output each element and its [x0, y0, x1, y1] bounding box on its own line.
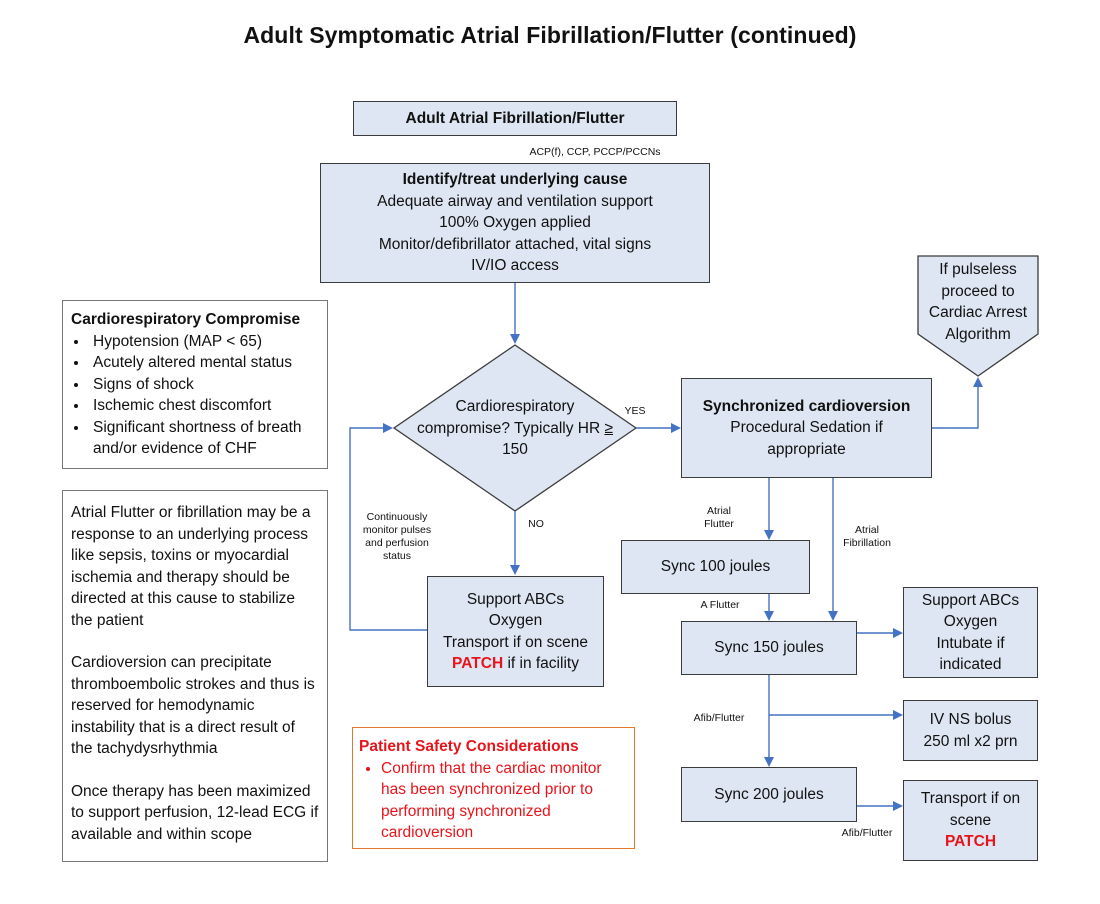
- sync-150-label: Sync 150 joules: [714, 639, 824, 657]
- no-label: NO: [528, 518, 544, 530]
- header-box: Adult Atrial Fibrillation/Flutter: [353, 101, 677, 136]
- list-item: Confirm that the cardiac monitor has bee…: [381, 758, 628, 844]
- list-item: Acutely altered mental status: [89, 352, 319, 374]
- support-right-line: indicated: [939, 656, 1002, 673]
- support-abcs-intubate-box: Support ABCs Oxygen Intubate if indicate…: [903, 587, 1038, 678]
- header-box-label: Adult Atrial Fibrillation/Flutter: [405, 109, 625, 127]
- arrow-to-pulseless: [932, 377, 983, 429]
- atrial-flutter-label-line: Atrial: [707, 505, 731, 517]
- support-line: Support ABCs: [466, 590, 565, 608]
- atrial-flutter-label: Atrial Flutter: [696, 505, 742, 531]
- sync-cardioversion-line: Procedural Sedation if: [730, 419, 883, 437]
- decision-hr-symbol: ≥: [604, 419, 613, 437]
- yes-label: YES: [624, 405, 646, 417]
- a-flutter-label: A Flutter: [700, 599, 740, 611]
- atrial-fibrillation-label-line: Fibrillation: [843, 537, 891, 549]
- transport-box: Transport if on scene PATCH: [903, 780, 1038, 861]
- identify-cause-box: Identify/treat underlying cause Adequate…: [320, 163, 710, 283]
- decision-line: Cardiorespiratory: [455, 398, 575, 415]
- monitor-label-line: status: [382, 550, 411, 562]
- info-paragraph: Atrial Flutter or fibrillation may be a …: [71, 504, 311, 629]
- list-item: Ischemic chest discomfort: [89, 395, 319, 417]
- clinical-info-note: Atrial Flutter or fibrillation may be a …: [62, 490, 328, 862]
- safety-list: Confirm that the cardiac monitor has bee…: [359, 758, 628, 844]
- support-line: PATCH if in facility: [452, 653, 579, 675]
- sync-100-box: Sync 100 joules: [621, 540, 810, 594]
- list-item: Hypotension (MAP < 65): [89, 331, 319, 353]
- decision-line: Typically HR ≥ 150: [502, 420, 613, 459]
- sync-cardioversion-line: appropriate: [767, 440, 846, 458]
- page-title: Adult Symptomatic Atrial Fibrillation/Fl…: [243, 22, 857, 48]
- ns-bolus-line: IV NS bolus: [929, 711, 1012, 728]
- decision-text: Cardiorespiratory compromise? Typically …: [415, 396, 615, 461]
- support-abcs-box: Support ABCs Oxygen Transport if on scen…: [427, 576, 604, 687]
- sync-150-box: Sync 150 joules: [681, 621, 857, 675]
- list-item: Significant shortness of breath and/or e…: [89, 417, 319, 460]
- monitor-label-line: and perfusion: [365, 537, 429, 549]
- transport-line: Transport if on: [920, 790, 1021, 808]
- decision-hr-prefix: Typically HR: [514, 419, 605, 437]
- patch-suffix: if in facility: [503, 655, 579, 672]
- atrial-flutter-label-line: Flutter: [704, 518, 734, 530]
- identify-line: Adequate airway and ventilation support: [377, 192, 653, 210]
- scope-label: ACP(f), CCP, PCCP/PCCNs: [529, 146, 661, 158]
- decision-hr-suffix: 150: [502, 441, 528, 458]
- afib-flutter-label: Afib/Flutter: [841, 827, 893, 839]
- monitor-label: Continuously monitor pulses and perfusio…: [354, 511, 440, 563]
- pulseless-shape: [917, 255, 1039, 377]
- sync-100-label: Sync 100 joules: [660, 558, 771, 576]
- monitor-label-line: Continuously: [366, 511, 428, 523]
- support-line: Transport if on scene: [442, 633, 589, 651]
- sync-200-label: Sync 200 joules: [714, 785, 824, 803]
- monitor-label-line: monitor pulses: [362, 524, 432, 536]
- safety-heading: Patient Safety Considerations: [359, 738, 579, 755]
- ns-bolus-line: 250 ml x2 prn: [923, 732, 1018, 750]
- info-paragraph: Once therapy has been maximized to suppo…: [71, 782, 319, 843]
- sync-cardioversion-box: Synchronized cardioversion Procedural Se…: [681, 378, 932, 478]
- patch-alert: PATCH: [944, 833, 997, 851]
- pulseless-text: If pulseless proceed to Cardiac Arrest A…: [918, 259, 1038, 345]
- compromise-heading: Cardiorespiratory Compromise: [71, 311, 301, 328]
- pulseless-line: Cardiac Arrest: [928, 304, 1028, 321]
- pulseless-line: If pulseless: [939, 261, 1017, 278]
- sync-200-box: Sync 200 joules: [681, 767, 857, 822]
- atrial-fibrillation-label-line: Atrial: [855, 524, 879, 536]
- identify-heading: Identify/treat underlying cause: [402, 171, 628, 189]
- info-paragraph: Cardioversion can precipitate thromboemb…: [71, 654, 315, 757]
- ns-bolus-box: IV NS bolus 250 ml x2 prn: [903, 700, 1038, 761]
- support-line: Oxygen: [488, 612, 543, 629]
- atrial-fibrillation-label: Atrial Fibrillation: [836, 524, 898, 550]
- support-right-line: Oxygen: [943, 613, 998, 630]
- pulseless-line: proceed to: [941, 282, 1015, 300]
- list-item: Signs of shock: [89, 374, 319, 396]
- support-right-line: Support ABCs: [921, 591, 1020, 609]
- identify-line: IV/IO access: [471, 257, 559, 275]
- patient-safety-box: Patient Safety Considerations Confirm th…: [352, 727, 635, 849]
- identify-line: 100% Oxygen applied: [439, 214, 591, 232]
- arrow-monitor-loop: [349, 423, 427, 631]
- support-right-line: Intubate if: [936, 634, 1005, 652]
- transport-line: scene: [949, 811, 992, 829]
- patch-alert: PATCH: [452, 655, 504, 672]
- sync-cardioversion-heading: Synchronized cardioversion: [702, 397, 911, 415]
- afib-flutter-label: Afib/Flutter: [693, 712, 745, 724]
- identify-line: Monitor/defibrillator attached, vital si…: [378, 235, 652, 253]
- decision-line: compromise?: [416, 419, 511, 437]
- compromise-list: Hypotension (MAP < 65) Acutely altered m…: [71, 331, 319, 460]
- pulseless-line: Algorithm: [945, 325, 1011, 343]
- compromise-criteria-note: Cardiorespiratory Compromise Hypotension…: [62, 300, 328, 469]
